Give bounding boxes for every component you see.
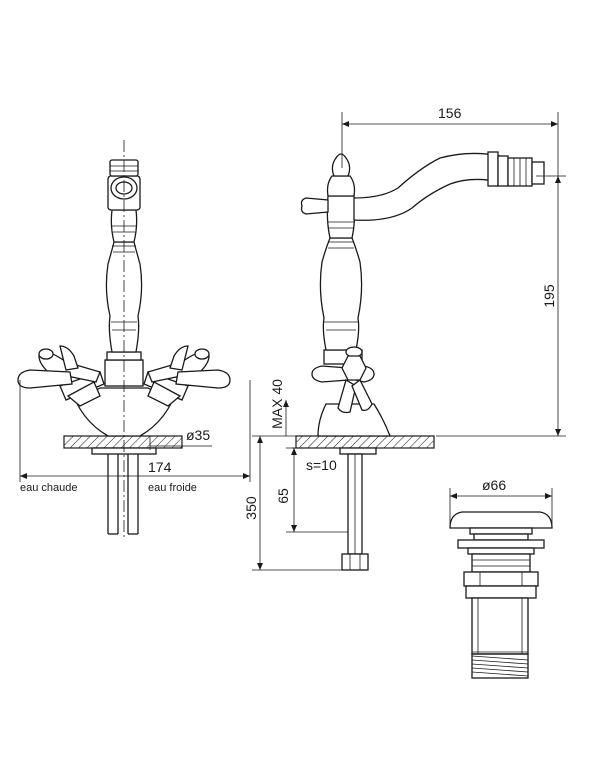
front-view — [17, 140, 231, 540]
dim-spout-height: 195 — [541, 284, 557, 308]
dim-sheet-thickness: s=10 — [306, 457, 337, 473]
dim-side-width: 156 — [438, 105, 462, 121]
drain-body — [471, 597, 529, 655]
side-finial-top — [331, 153, 351, 177]
dim-front-width: 174 — [148, 459, 172, 475]
dim-drain-diameter: ø66 — [482, 477, 506, 493]
dim-max-thickness: MAX 40 — [269, 379, 285, 429]
side-column — [319, 237, 363, 351]
side-deck-plate — [295, 435, 435, 449]
side-nut — [341, 553, 369, 571]
side-lever-knob — [300, 197, 329, 215]
drain-dimensions — [449, 488, 553, 524]
front-dimensions — [19, 380, 251, 482]
drain-cap — [449, 511, 553, 529]
label-cold-water: eau froide — [148, 482, 197, 494]
side-flange — [339, 447, 377, 455]
side-spout — [353, 152, 501, 221]
front-left-handle — [17, 345, 105, 407]
side-nozzle — [487, 151, 545, 187]
drain-thread — [471, 655, 529, 677]
side-view — [295, 151, 545, 571]
side-base — [317, 403, 391, 437]
drain-flange — [457, 539, 545, 549]
front-right-handle — [143, 345, 231, 407]
side-finial-base — [326, 175, 356, 197]
side-upper-column — [326, 195, 356, 239]
label-hot-water: eau chaude — [20, 482, 78, 494]
dim-shank-length: 65 — [275, 488, 291, 504]
side-handle — [311, 346, 375, 414]
drain-view — [449, 511, 553, 679]
drain-nut — [463, 571, 539, 587]
dim-total-length: 350 — [243, 496, 259, 520]
front-supply-pipes — [107, 454, 139, 535]
side-dimensions — [252, 112, 566, 571]
dim-hole-diameter: ø35 — [186, 427, 210, 443]
